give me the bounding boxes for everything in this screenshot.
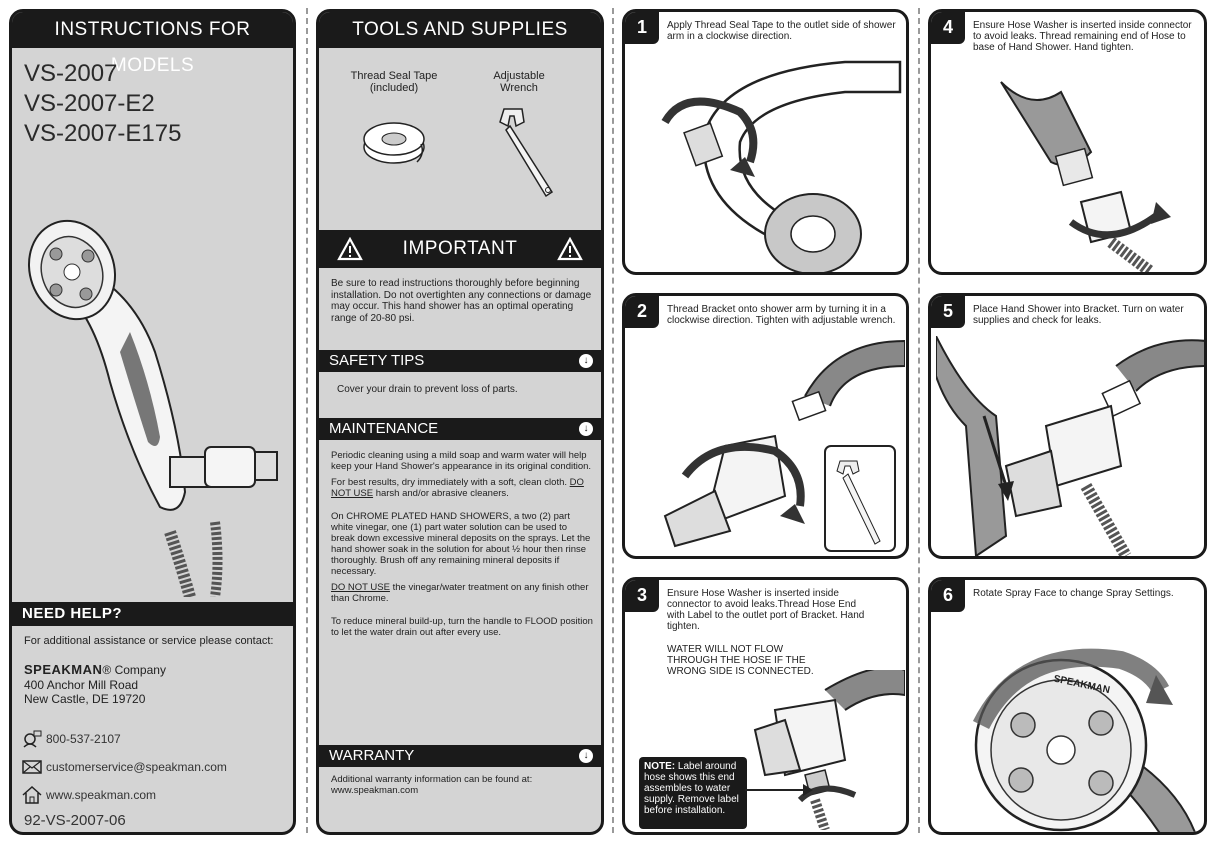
- phone-support-icon: [22, 730, 42, 748]
- arrow-right-icon: [745, 780, 815, 800]
- adjustable-wrench-icon: [494, 104, 564, 199]
- fold-line: [918, 8, 920, 833]
- phone-number[interactable]: 800-537-2107: [46, 732, 121, 746]
- email-link[interactable]: customerservice@speakman.com: [46, 760, 227, 774]
- warranty-heading[interactable]: WARRANTY ↓: [319, 745, 601, 767]
- maintenance-heading[interactable]: MAINTENANCE ↓: [319, 418, 601, 440]
- hose-connection-illustration: [745, 670, 905, 830]
- note-label: NOTE:: [644, 761, 675, 772]
- safety-tips-heading[interactable]: SAFETY TIPS ↓: [319, 350, 601, 372]
- section-title: SAFETY TIPS: [329, 352, 424, 369]
- shower-in-bracket-illustration: [936, 336, 1206, 556]
- hand-shower-illustration: [20, 202, 290, 597]
- section-title: WARRANTY: [329, 747, 414, 764]
- hose-to-shower-illustration: [991, 72, 1201, 272]
- company-suffix: ® Company: [102, 663, 166, 677]
- tool-label: Thread Seal Tape (included): [349, 70, 439, 94]
- tools-panel: TOOLS AND SUPPLIES Thread Seal Tape (inc…: [316, 9, 604, 835]
- company-name: SPEAKMAN® Company: [24, 662, 166, 677]
- address-line: New Castle, DE 19720: [24, 692, 145, 706]
- maintenance-paragraph: To reduce mineral build-up, turn the han…: [331, 616, 593, 638]
- important-text: Be sure to read instructions thoroughly …: [331, 278, 593, 324]
- maintenance-text: Periodic cleaning using a mild soap and …: [331, 450, 593, 638]
- step-number: 6: [931, 580, 965, 612]
- warning-icon: [557, 237, 583, 261]
- address-line: 400 Anchor Mill Road: [24, 678, 138, 692]
- step-instruction: Ensure Hose Washer is inserted inside co…: [667, 588, 866, 632]
- safety-text: Cover your drain to prevent loss of part…: [337, 384, 518, 395]
- warranty-text: Additional warranty information can be f…: [331, 774, 593, 796]
- email-icon: [22, 758, 42, 776]
- step-number: 1: [625, 12, 659, 44]
- important-title: IMPORTANT: [403, 238, 518, 259]
- section-title: MAINTENANCE: [329, 420, 438, 437]
- step-instruction: Place Hand Shower into Bracket. Turn on …: [973, 304, 1196, 326]
- website-link[interactable]: www.speakman.com: [46, 788, 156, 802]
- maintenance-paragraph: Periodic cleaning using a mild soap and …: [331, 450, 593, 472]
- step-2-panel: 2 Thread Bracket onto shower arm by turn…: [622, 293, 909, 559]
- step-4-panel: 4 Ensure Hose Washer is inserted inside …: [928, 9, 1207, 275]
- step-1-panel: 1 Apply Thread Seal Tape to the outlet s…: [622, 9, 909, 275]
- panel-title: INSTRUCTIONS FOR MODELS: [12, 12, 293, 48]
- step-instruction: Apply Thread Seal Tape to the outlet sid…: [667, 20, 898, 42]
- step-number: 4: [931, 12, 965, 44]
- step-6-panel: 6 Rotate Spray Face to change Spray Sett…: [928, 577, 1207, 835]
- shower-arm-illustration: [645, 52, 905, 272]
- fold-line: [306, 8, 308, 833]
- step-instruction: Thread Bracket onto shower arm by turnin…: [667, 304, 898, 326]
- bracket-install-illustration: [645, 336, 905, 556]
- important-heading: IMPORTANT: [319, 230, 601, 268]
- spray-face-illustration: SPEAKMAN: [961, 615, 1206, 835]
- help-text: For additional assistance or service ple…: [24, 636, 294, 647]
- maintenance-paragraph: On CHROME PLATED HAND SHOWERS, a two (2)…: [331, 511, 593, 577]
- step-instruction: Rotate Spray Face to change Spray Settin…: [973, 588, 1196, 599]
- thread-seal-tape-icon: [359, 114, 429, 169]
- company-brand: SPEAKMAN: [24, 662, 102, 677]
- step-number: 5: [931, 296, 965, 328]
- maintenance-paragraph: DO NOT USE the vinegar/water treatment o…: [331, 582, 593, 604]
- model-name: VS-2007: [24, 60, 117, 88]
- tool-label: Adjustable Wrench: [474, 70, 564, 94]
- panel-title: TOOLS AND SUPPLIES: [319, 12, 601, 48]
- step-number: 2: [625, 296, 659, 328]
- home-icon: [22, 786, 42, 804]
- step-number: 3: [625, 580, 659, 612]
- chevron-down-icon: ↓: [579, 422, 593, 436]
- maintenance-paragraph: For best results, dry immediately with a…: [331, 477, 593, 499]
- step-3-panel: 3 Ensure Hose Washer is inserted inside …: [622, 577, 909, 835]
- step-instruction: Ensure Hose Washer is inserted inside co…: [973, 20, 1196, 53]
- chevron-down-icon: ↓: [579, 354, 593, 368]
- need-help-heading: NEED HELP?: [12, 602, 293, 626]
- chevron-down-icon: ↓: [579, 749, 593, 763]
- models-panel: INSTRUCTIONS FOR MODELS VS-2007 VS-2007-…: [9, 9, 296, 835]
- model-name: VS-2007-E2: [24, 90, 155, 118]
- fold-line: [612, 8, 614, 833]
- note-box: NOTE: Label around hose shows this end a…: [639, 757, 747, 829]
- model-name: VS-2007-E175: [24, 120, 181, 148]
- document-number: 92-VS-2007-06: [24, 812, 126, 829]
- warning-icon: [337, 237, 363, 261]
- step-5-panel: 5 Place Hand Shower into Bracket. Turn o…: [928, 293, 1207, 559]
